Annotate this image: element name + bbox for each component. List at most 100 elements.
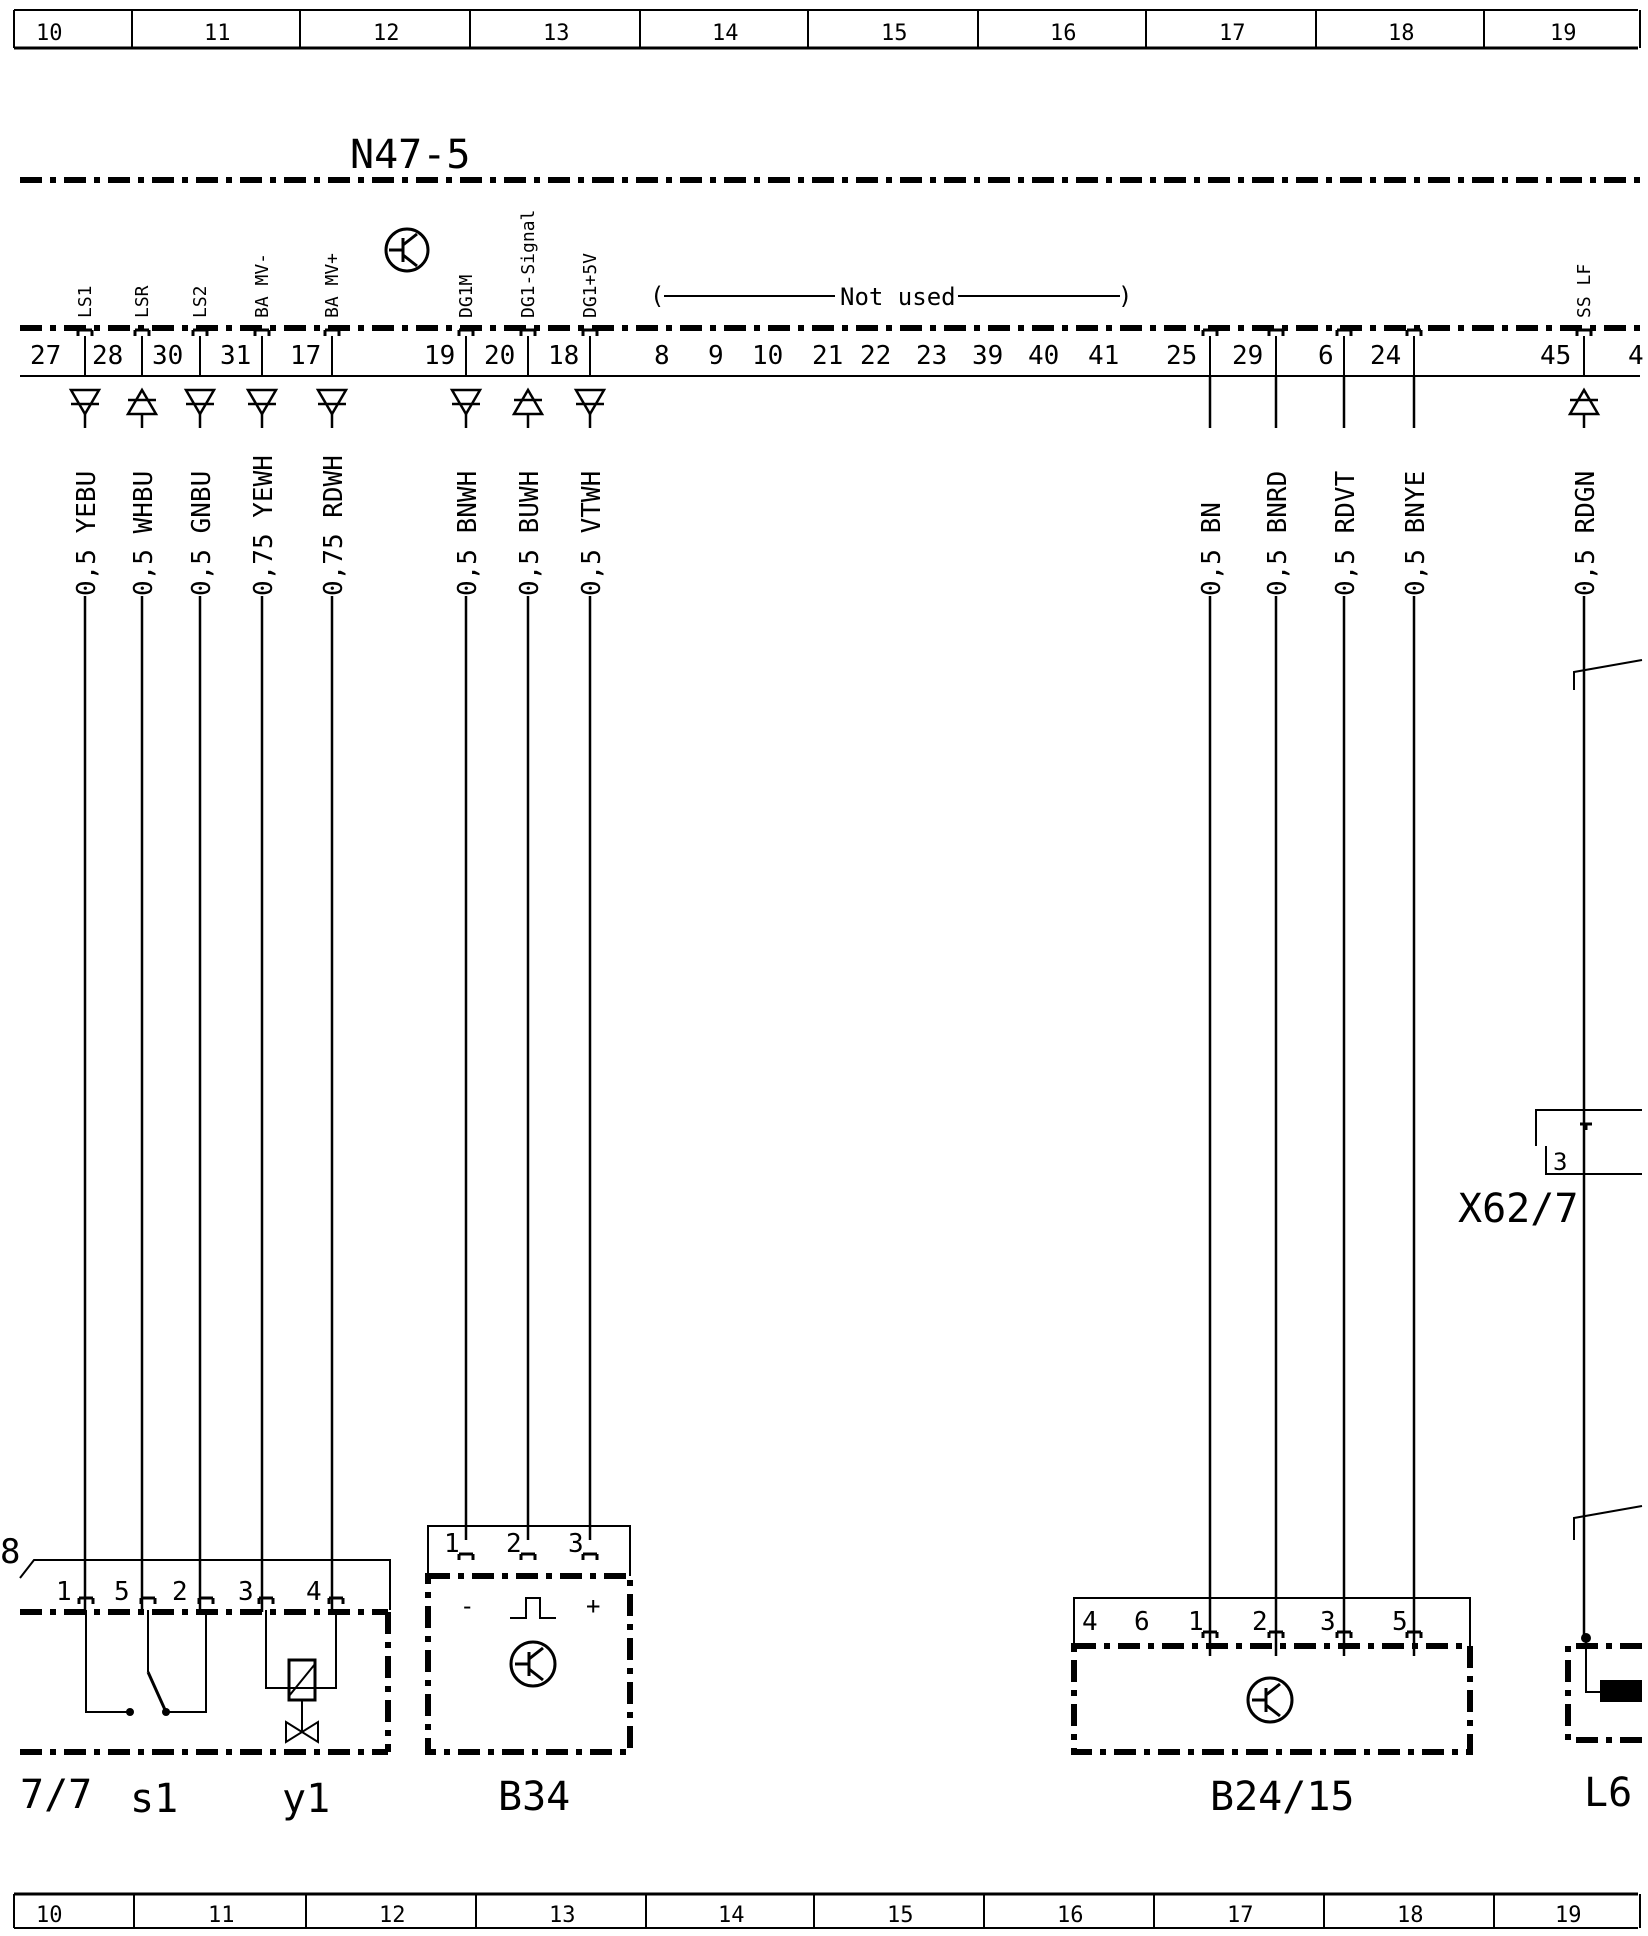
- pin-number: 17: [290, 341, 321, 371]
- x62-pin: 3: [1553, 1148, 1567, 1176]
- s1-y1-pin-5: 5: [114, 1577, 130, 1607]
- not-used-label: Not used: [840, 283, 956, 311]
- grid-top-col-15: 15: [881, 21, 908, 46]
- unused-pin-8: 8: [654, 341, 670, 371]
- wire-label: 0,5 YEBU: [72, 471, 102, 596]
- unused-pin-22: 22: [860, 341, 891, 371]
- unused-pin-21: 21: [812, 341, 843, 371]
- grid-top-col-17: 17: [1219, 21, 1246, 46]
- pin-number: 27: [30, 341, 61, 371]
- signal-pin-6: 60,5 RDVT: [1318, 328, 1361, 1656]
- signal-ls1: LS1 27 0,5 YEBU: [30, 285, 102, 1612]
- signal-name: LSR: [132, 285, 153, 318]
- unused-pin-9: 9: [708, 341, 724, 371]
- wire-label: 0,5 BN: [1197, 502, 1227, 596]
- svg-text:(: (: [650, 282, 664, 310]
- signal-name: LS2: [190, 285, 211, 318]
- svg-text:): ): [1118, 282, 1132, 310]
- x62-label: X62/7: [1458, 1186, 1578, 1232]
- wire-label: 0,5 BUWH: [515, 471, 545, 596]
- b24-pin-1: 1: [1188, 1607, 1204, 1637]
- s1-label: s1: [130, 1776, 178, 1822]
- grid-bottom-col-13: 13: [549, 1903, 576, 1928]
- pin-number: 25: [1166, 341, 1197, 371]
- wire-label: 0,5 BNYE: [1401, 471, 1431, 596]
- wire-label: 0,5 BNRD: [1263, 471, 1293, 596]
- pin-number: 31: [220, 341, 251, 371]
- component-x62-7: 3 X62/7 L6: [1458, 659, 1643, 1816]
- signal-dg1-5v: DG1+5V 18 0,5 VTWH: [548, 253, 607, 1540]
- grid-bottom-col-19: 19: [1555, 1903, 1582, 1928]
- unused-pin-39: 39: [972, 341, 1003, 371]
- grid-top-col-10: 10: [36, 21, 63, 46]
- module-name: N47-5: [350, 132, 470, 178]
- left-component-label: 7/7: [20, 1772, 92, 1818]
- s1-y1-pin-4: 4: [306, 1577, 322, 1607]
- signal-name: DG1M: [456, 274, 477, 318]
- signal-pin-29: 290,5 BNRD: [1232, 328, 1293, 1656]
- signal-dg1m: DG1M 19 0,5 BNWH: [424, 274, 483, 1540]
- signal-name: DG1-Signal: [518, 210, 539, 318]
- pin-number: 6: [1318, 341, 1334, 371]
- grid-bottom-col-16: 16: [1057, 1903, 1084, 1928]
- grid-top-col-11: 11: [204, 21, 231, 46]
- s1-y1-pin-3: 3: [238, 1577, 254, 1607]
- b24-pin-3: 3: [1320, 1607, 1336, 1637]
- signal-name: DG1+5V: [580, 253, 601, 318]
- wire-label: 0,5 VTWH: [577, 471, 607, 596]
- b24-label: B24/15: [1210, 1774, 1355, 1820]
- module-cut-pin: 4: [1628, 341, 1644, 371]
- unused-pin-40: 40: [1028, 341, 1059, 371]
- signal-name: BA MV-: [252, 253, 273, 318]
- wire-label: 0,5 BNWH: [453, 471, 483, 596]
- signal-name: LS1: [75, 285, 96, 318]
- y1-label: y1: [282, 1776, 330, 1822]
- pin-number: 18: [548, 341, 579, 371]
- b24-pin-6: 6: [1134, 1607, 1150, 1637]
- b34-label: B34: [498, 1774, 570, 1820]
- b24-pin-4: 4: [1082, 1607, 1098, 1637]
- grid-top-col-14: 14: [712, 21, 739, 46]
- pin-number: 20: [484, 341, 515, 371]
- grid-top-col-16: 16: [1050, 21, 1077, 46]
- b34-minus: -: [460, 1592, 474, 1620]
- pin-number: 30: [152, 341, 183, 371]
- signal-ls2: LS2 30 0,5 GNBU: [152, 285, 217, 1612]
- signal-ba-mv-: BA MV-310,75 YEWH: [220, 253, 279, 1612]
- grid-bottom-col-18: 18: [1397, 1903, 1424, 1928]
- l6-label: L6: [1584, 1770, 1632, 1816]
- grid-top-col-13: 13: [543, 21, 570, 46]
- unused-pin-23: 23: [916, 341, 947, 371]
- b34-pin-2: 2: [506, 1529, 522, 1559]
- b24-pin-2: 2: [1252, 1607, 1268, 1637]
- signal-pin-25: 25 0,5 BN: [1166, 328, 1227, 1656]
- wire-label: 0,5 GNBU: [187, 471, 217, 596]
- b34-plus: +: [586, 1592, 600, 1620]
- pin-number: 28: [92, 341, 123, 371]
- pin-number: 24: [1370, 341, 1401, 371]
- not-used-bracket: ( ) Not used: [650, 282, 1132, 311]
- s1-y1-pin-2: 2: [172, 1577, 188, 1607]
- module-transistor-icon: [384, 227, 430, 273]
- b24-transistor-icon: [1246, 1676, 1294, 1724]
- pin-number: 19: [424, 341, 455, 371]
- grid-bottom-col-17: 17: [1227, 1903, 1254, 1928]
- pin-number: 45: [1540, 341, 1571, 371]
- wire-label: 0,75 RDWH: [319, 455, 349, 596]
- signal-name: SS LF: [1574, 264, 1595, 318]
- signal-name: BA MV+: [322, 253, 343, 318]
- grid-bottom-col-11: 11: [208, 1903, 235, 1928]
- grid-bottom-col-14: 14: [718, 1903, 745, 1928]
- grid-top-col-18: 18: [1388, 21, 1415, 46]
- b34-pin-3: 3: [568, 1529, 584, 1559]
